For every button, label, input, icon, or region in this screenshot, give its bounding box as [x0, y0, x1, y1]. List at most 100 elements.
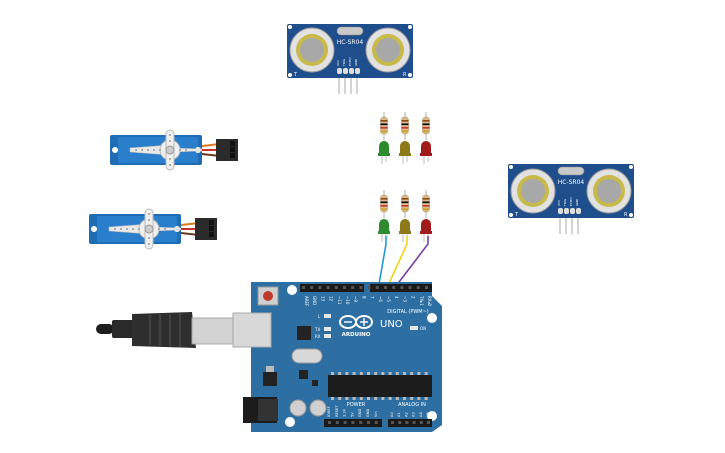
pin-label: 8 — [361, 296, 366, 299]
header-pin[interactable] — [427, 421, 430, 424]
led-rx — [324, 334, 331, 338]
sensor-pin-vcc: VCC — [557, 200, 561, 206]
usb-cable[interactable] — [96, 312, 235, 348]
led-label-l: L — [318, 314, 321, 319]
led-label-on: ON — [420, 326, 426, 331]
resistor-led-row1-red[interactable] — [420, 112, 432, 164]
capacitor — [289, 399, 307, 417]
resistor-led-row2-green[interactable] — [378, 190, 390, 242]
header-analog[interactable] — [388, 419, 432, 427]
pin-label: A5 — [426, 412, 430, 417]
pin-label: GND — [366, 409, 370, 417]
pin-label: A2 — [404, 412, 408, 417]
pin-label: Vin — [374, 411, 378, 417]
header-pin[interactable] — [416, 286, 420, 289]
pin-label: 2 — [411, 296, 416, 299]
header-pin[interactable] — [392, 286, 396, 289]
pin-label: ~9 — [353, 296, 358, 302]
resistor-led-row2-olive[interactable] — [399, 190, 411, 242]
led-red[interactable] — [421, 141, 431, 154]
header-pin[interactable] — [359, 421, 363, 424]
header-pin[interactable] — [351, 421, 355, 424]
header-pin[interactable] — [425, 286, 428, 289]
header-pin[interactable] — [334, 286, 338, 289]
power-label: POWER — [347, 402, 366, 408]
led-tx — [324, 327, 331, 331]
header-pin[interactable] — [326, 286, 330, 289]
header-pin[interactable] — [400, 286, 404, 289]
header-pin[interactable] — [343, 286, 346, 289]
header-pin[interactable] — [374, 421, 378, 424]
header-pin[interactable] — [343, 421, 347, 424]
led-olive[interactable] — [400, 141, 410, 154]
header-pin[interactable] — [412, 421, 416, 424]
header-pin[interactable] — [318, 286, 322, 289]
pin-label: ~5 — [386, 296, 391, 302]
resistor-led-row2-red[interactable] — [420, 190, 432, 242]
led-label-rx: RX — [315, 334, 321, 339]
sensor-pin-echo: ECHO — [569, 197, 573, 206]
resistor-led-row1-green[interactable] — [378, 112, 390, 164]
pin-label: 12 — [329, 296, 334, 302]
header-pin[interactable] — [328, 421, 331, 424]
pin-label: ~3 — [402, 296, 407, 302]
pin-label: GND — [312, 296, 317, 305]
led-on — [410, 326, 418, 330]
header-pin[interactable] — [405, 421, 409, 424]
wire-blue[interactable] — [377, 236, 387, 291]
sensor-r-mark: R — [624, 212, 628, 218]
ultrasonic-sensor-2[interactable]: HC-SR04 T R VCC TRIG ECHO GND — [508, 164, 634, 234]
header-pin[interactable] — [359, 286, 363, 289]
led-label-tx: TX — [314, 327, 320, 332]
servo-motor-2[interactable] — [89, 208, 217, 250]
sensor-pin-trig: TRIG — [342, 58, 346, 67]
sensor-pins[interactable] — [338, 78, 358, 94]
resistor-led-row1-olive[interactable] — [399, 112, 411, 164]
sensor-pin-gnd: GND — [354, 58, 358, 66]
led-red[interactable] — [421, 219, 431, 232]
pin-label: 7 — [370, 296, 375, 299]
wire-yellow[interactable] — [385, 236, 408, 291]
header-pin[interactable] — [398, 421, 402, 424]
header-pin[interactable] — [367, 286, 371, 289]
header-pin[interactable] — [335, 421, 339, 424]
mount-hole — [287, 285, 297, 295]
servo-motor-1[interactable] — [110, 129, 238, 171]
arduino-model: UNO — [380, 319, 403, 330]
header-pin[interactable] — [419, 421, 423, 424]
arduino-brand: ARDUINO — [342, 332, 371, 338]
led-l — [324, 314, 331, 318]
mount-hole — [427, 313, 437, 323]
led-green[interactable] — [379, 141, 389, 154]
header-pin[interactable] — [310, 286, 314, 289]
header-pin[interactable] — [391, 421, 394, 424]
sensor-model-label: HC-SR04 — [558, 179, 585, 186]
led-olive[interactable] — [400, 219, 410, 232]
header-top-left[interactable] — [300, 284, 364, 292]
header-pin[interactable] — [302, 286, 305, 289]
atmega-chip — [328, 375, 432, 397]
pin-label: TX▸1 — [419, 295, 424, 306]
ultrasonic-sensor-1[interactable]: HC-SR04 T R VCC TRIG ECHO GND — [287, 24, 413, 94]
led-green[interactable] — [379, 219, 389, 232]
analog-in-label: ANALOG IN — [398, 402, 426, 408]
sensor-pin-trig: TRIG — [563, 198, 567, 207]
sensor-pins[interactable] — [559, 218, 579, 234]
header-pin[interactable] — [367, 421, 370, 424]
sensor-t-mark: T — [293, 72, 298, 78]
sensor-pin-vcc: VCC — [336, 60, 340, 66]
pin-label: GND — [358, 409, 362, 417]
mount-hole — [427, 411, 437, 421]
header-pin[interactable] — [384, 286, 387, 289]
header-pin[interactable] — [375, 286, 379, 289]
pin-label: 4 — [394, 296, 399, 299]
header-pin[interactable] — [408, 286, 412, 289]
pin-label: ~6 — [378, 296, 383, 302]
pin-label: ~10 — [345, 296, 350, 305]
sensor-model-label: HC-SR04 — [337, 39, 364, 46]
header-pin[interactable] — [351, 286, 355, 289]
usb-chip — [297, 326, 311, 340]
wire-purple[interactable] — [392, 236, 429, 291]
